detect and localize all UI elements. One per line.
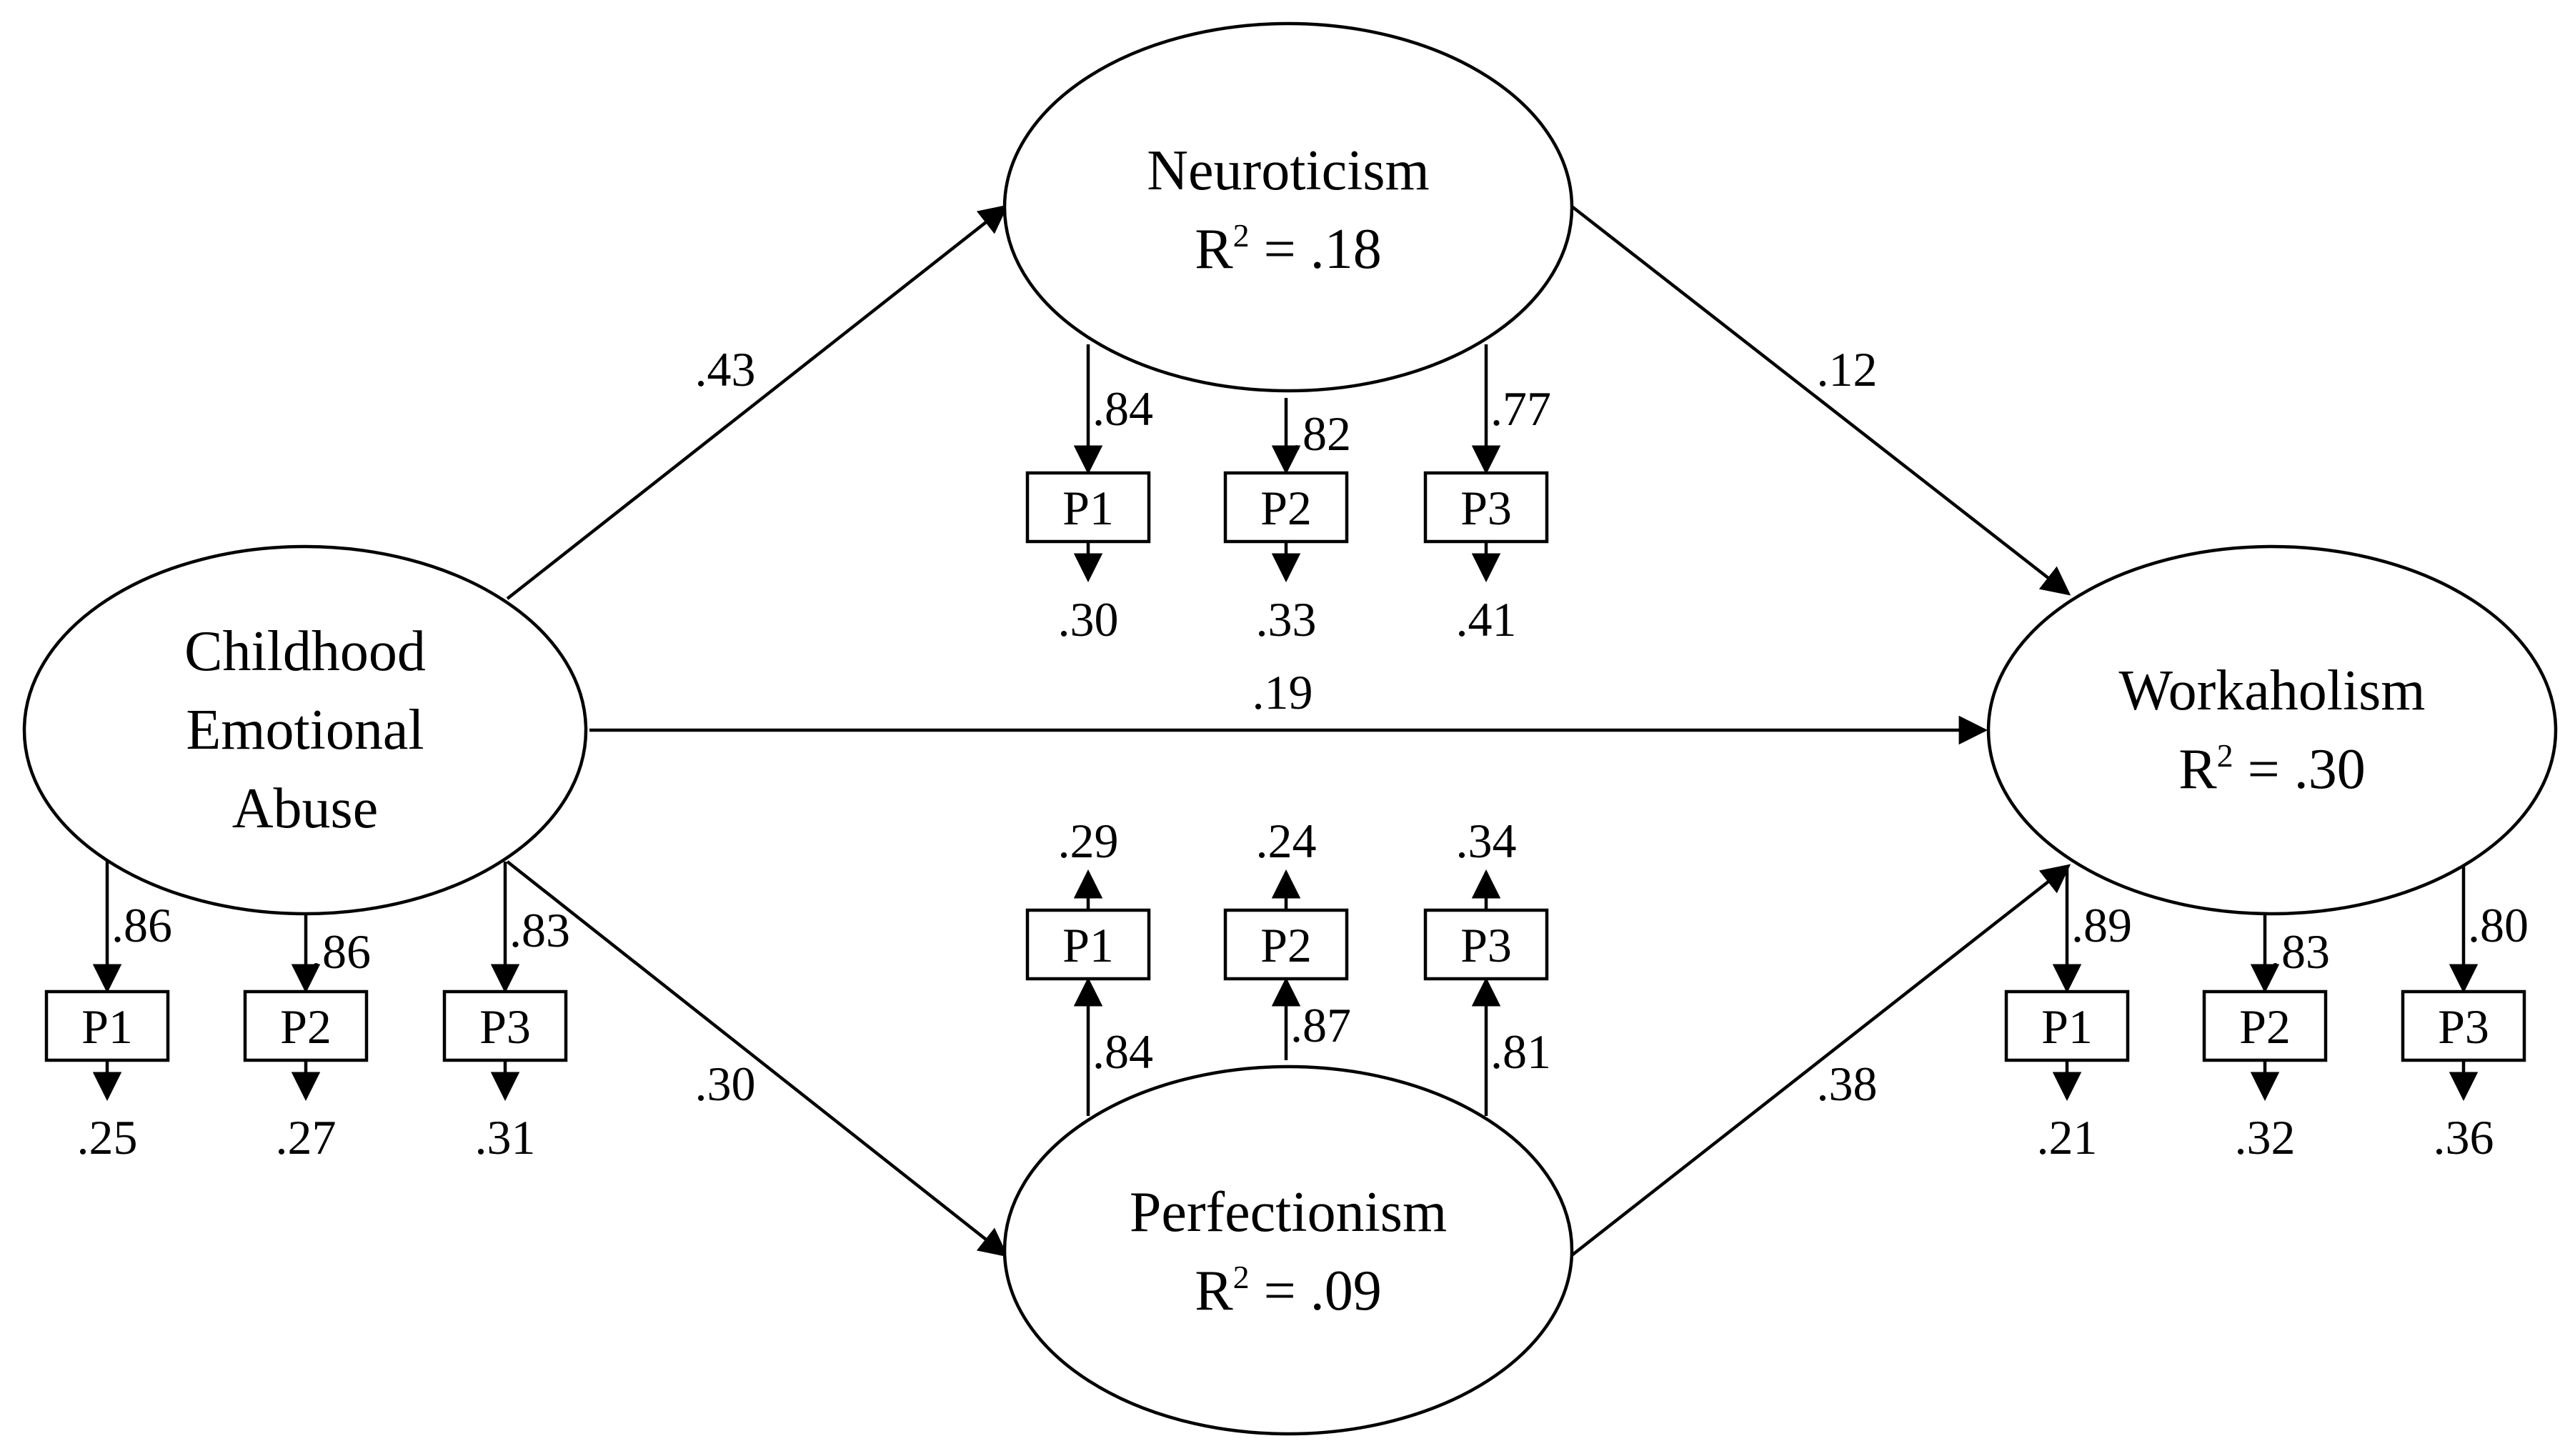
loading-value: .82 xyxy=(1290,407,1351,461)
error-value: .25 xyxy=(77,1110,138,1165)
latent-ellipse xyxy=(1986,544,2558,916)
workaholism-indicators: .89 .83 .80 P1 P2 P3 .21 .32 .36 xyxy=(2004,864,2529,1165)
latent-ellipse xyxy=(1002,1064,1574,1436)
indicator-label: P3 xyxy=(479,999,531,1054)
indicator-box xyxy=(1025,908,1151,981)
indicator-box xyxy=(2401,989,2526,1062)
error-value: .29 xyxy=(1058,814,1119,868)
latent-label-line: Emotional xyxy=(186,699,424,762)
latent-workaholism: Workaholism R2 = .30 xyxy=(1986,544,2558,916)
error-value: .32 xyxy=(2235,1110,2296,1165)
latent-ellipse xyxy=(1002,21,1574,393)
latent-name: Workaholism xyxy=(2118,659,2425,722)
path-coef-abuse-perfectionism: .30 xyxy=(695,1057,756,1111)
loading-value: .80 xyxy=(2468,898,2529,952)
loading-value: .86 xyxy=(111,898,172,952)
loading-value: .81 xyxy=(1490,1024,1551,1079)
loading-value: .89 xyxy=(2071,898,2132,952)
loading-value: .83 xyxy=(2269,924,2330,979)
latent-name: Neuroticism xyxy=(1147,139,1429,202)
indicator-label: P1 xyxy=(1062,918,1114,972)
path-coef-abuse-workaholism: .19 xyxy=(1252,665,1313,719)
error-value: .34 xyxy=(1456,814,1517,868)
indicator-label: P3 xyxy=(1460,918,1512,972)
error-value: .21 xyxy=(2037,1110,2098,1165)
latent-name: Perfectionism xyxy=(1130,1181,1447,1244)
error-value: .41 xyxy=(1456,592,1517,647)
loading-value: .83 xyxy=(509,903,570,957)
loading-value: .86 xyxy=(310,924,371,979)
indicator-label: P1 xyxy=(1062,481,1114,535)
indicator-box xyxy=(2202,989,2328,1062)
indicator-box xyxy=(1423,471,1549,544)
r-squared: R2 = .09 xyxy=(1195,1259,1381,1322)
path-perfectionism-workaholism-arrow xyxy=(1570,864,2071,1257)
perfectionism-indicators: .84 .87 .81 P1 P2 P3 .29 .24 .34 xyxy=(1025,814,1551,1116)
latent-label-line: Abuse xyxy=(232,777,378,840)
latent-perfectionism: Perfectionism R2 = .09 xyxy=(1002,1064,1574,1436)
abuse-indicators: .86 .86 .83 P1 P2 P3 .25 .27 .31 xyxy=(44,859,570,1165)
loading-value: .84 xyxy=(1092,1024,1153,1079)
error-value: .27 xyxy=(276,1110,337,1165)
error-value: .31 xyxy=(475,1110,536,1165)
loading-value: .84 xyxy=(1092,382,1153,436)
path-coef-abuse-neuroticism: .43 xyxy=(695,342,756,397)
latent-abuse: Childhood Emotional Abuse xyxy=(22,544,588,916)
path-coef-perfectionism-workaholism: .38 xyxy=(1817,1057,1878,1111)
latent-neuroticism: Neuroticism R2 = .18 xyxy=(1002,21,1574,393)
error-value: .24 xyxy=(1256,814,1317,868)
neuroticism-indicators: .84 .82 .77 P1 P2 P3 .30 .33 .41 xyxy=(1025,344,1551,647)
r-squared: R2 = .18 xyxy=(1195,217,1381,281)
indicator-label: P3 xyxy=(1460,481,1512,535)
indicator-label: P1 xyxy=(2041,999,2093,1054)
loading-value: .77 xyxy=(1490,382,1551,436)
error-value: .36 xyxy=(2434,1110,2494,1165)
latent-label-line: Childhood xyxy=(184,620,426,683)
indicator-label: P2 xyxy=(1260,918,1312,972)
loading-value: .87 xyxy=(1290,998,1351,1052)
indicator-label: P2 xyxy=(2239,999,2291,1054)
r-squared: R2 = .30 xyxy=(2178,737,2365,801)
indicator-box xyxy=(442,989,568,1062)
indicator-label: P2 xyxy=(280,999,332,1054)
path-coef-neuroticism-workaholism: .12 xyxy=(1817,342,1878,397)
path-abuse-neuroticism-arrow xyxy=(506,204,1009,600)
error-value: .33 xyxy=(1256,592,1317,647)
indicator-box xyxy=(243,989,369,1062)
indicator-label: P2 xyxy=(1260,481,1312,535)
indicator-label: P3 xyxy=(2438,999,2489,1054)
indicator-box xyxy=(1223,908,1349,981)
error-value: .30 xyxy=(1058,592,1119,647)
latent-ellipse xyxy=(22,544,588,916)
indicator-box xyxy=(2004,989,2130,1062)
path-abuse-perfectionism-arrow xyxy=(506,860,1009,1257)
indicator-label: P1 xyxy=(81,999,133,1054)
indicator-box xyxy=(1223,471,1349,544)
path-neuroticism-workaholism-arrow xyxy=(1570,205,2071,596)
